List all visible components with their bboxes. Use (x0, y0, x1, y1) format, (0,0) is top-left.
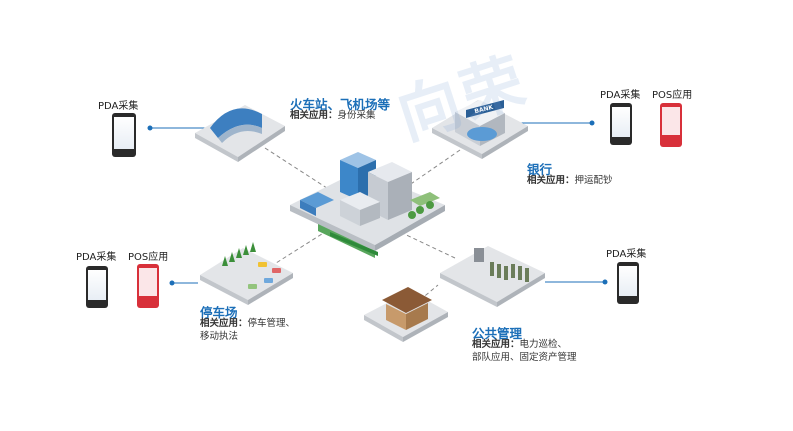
station-roof (210, 108, 262, 138)
dashed-link (264, 147, 331, 191)
city-platform (290, 152, 445, 258)
connector-dot (147, 125, 153, 131)
station-title: 火车站、飞机场等 (290, 97, 391, 112)
car (248, 284, 257, 289)
desc-value: 身份采集 (337, 110, 376, 121)
public-node (364, 246, 545, 342)
parking-desc-line2: 移动执法 (200, 331, 239, 342)
dashed-link (399, 231, 456, 259)
bank-sign: BANK (474, 104, 494, 115)
pda-device (610, 103, 632, 145)
connector-dot (169, 280, 175, 286)
connector-dot (602, 279, 608, 285)
parking-node (200, 242, 293, 305)
car (272, 268, 281, 273)
device-label-pos: POS应用 (652, 90, 693, 101)
public-desc-line2: 部队应用、固定资产管理 (472, 352, 577, 363)
pda-device (112, 113, 136, 157)
device-label-pda: PDA采集 (98, 101, 139, 112)
bank-node (432, 100, 528, 159)
dashed-link (264, 231, 326, 271)
bank-dome (467, 127, 497, 141)
device-label-pda: PDA采集 (76, 252, 117, 263)
pda-device (617, 262, 639, 304)
parking-title: 停车场 (200, 305, 238, 320)
desc-label: 相关应用： (200, 318, 248, 329)
car (258, 262, 267, 267)
desc-value: 电力巡检、 (519, 339, 568, 350)
desc-value: 停车管理、 (247, 318, 296, 329)
device-label-pos: POS应用 (128, 252, 169, 263)
parking-desc: 相关应用：停车管理、 (200, 317, 295, 331)
soldiers (490, 262, 529, 282)
desc-label: 相关应用： (527, 175, 575, 186)
bank-title: 银行 (527, 162, 553, 177)
station-desc: 相关应用：身份采集 (290, 109, 376, 123)
bank-desc: 相关应用：押运配钞 (527, 174, 613, 188)
pos-device (660, 103, 682, 147)
city-buildings (300, 152, 440, 226)
device-label-pda: PDA采集 (606, 249, 647, 260)
parking-trees (222, 242, 256, 266)
pos-device (137, 264, 159, 308)
desc-label: 相关应用： (472, 339, 520, 350)
desc-value: 押运配钞 (574, 175, 613, 186)
connector-dot (589, 120, 595, 126)
station-node (195, 105, 285, 162)
public-title: 公共管理 (472, 326, 523, 341)
car (264, 278, 273, 283)
pda-device (86, 266, 108, 308)
public-desc: 相关应用：电力巡检、 (472, 338, 567, 352)
house-roof (382, 287, 432, 313)
desc-label: 相关应用： (290, 110, 338, 121)
device-label-pda: PDA采集 (600, 90, 641, 101)
